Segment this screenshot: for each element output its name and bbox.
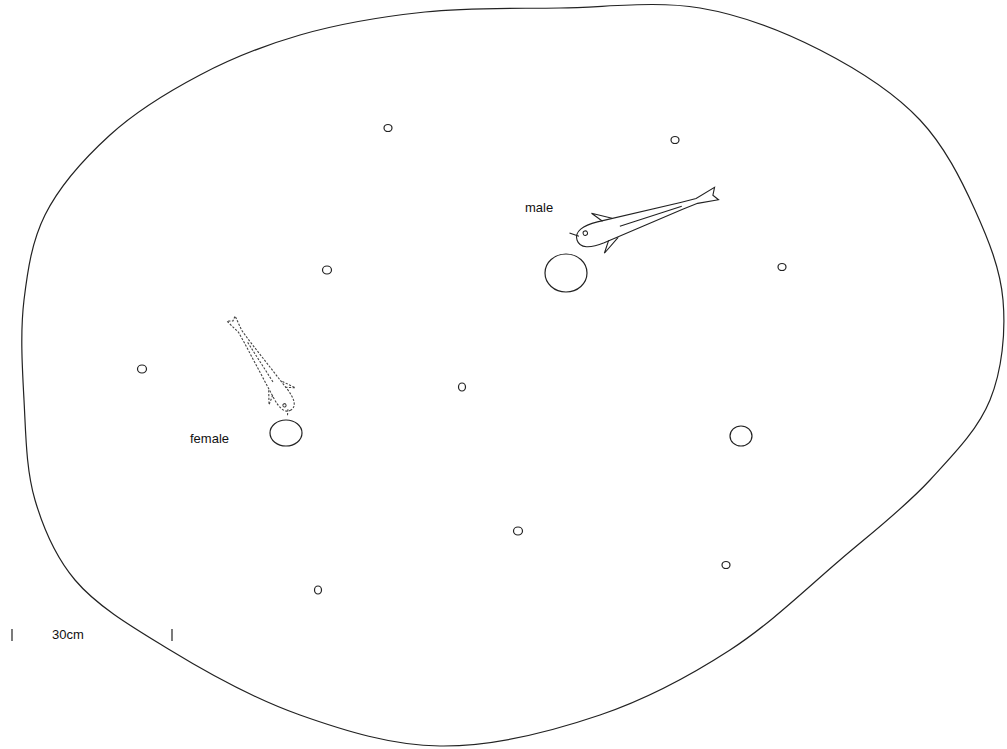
fish-eye <box>282 403 287 408</box>
stone <box>545 254 587 292</box>
scale-tick <box>171 629 172 641</box>
stone <box>315 586 322 594</box>
stone <box>459 383 466 391</box>
stone <box>323 266 332 274</box>
fish-label: female <box>190 432 229 446</box>
stone <box>384 125 392 132</box>
scale-bar <box>12 629 172 641</box>
stone <box>722 562 730 569</box>
stones <box>138 125 787 595</box>
stone <box>778 264 786 271</box>
fish-label: male <box>525 201 553 215</box>
pond-outline <box>22 4 1004 746</box>
fish-line <box>566 186 688 261</box>
pond-outline <box>22 4 1004 746</box>
fish-drawings <box>219 175 724 422</box>
stone <box>671 137 679 144</box>
fish <box>566 175 724 262</box>
fish-line <box>225 314 298 415</box>
stone <box>270 420 302 446</box>
fish-label: 30cm <box>52 628 84 642</box>
stone <box>514 527 523 535</box>
fish-line <box>234 333 306 422</box>
stone <box>138 365 147 373</box>
scale-tick <box>11 629 12 641</box>
stone <box>730 426 752 446</box>
fish-eye <box>583 230 589 236</box>
fish <box>219 310 306 422</box>
